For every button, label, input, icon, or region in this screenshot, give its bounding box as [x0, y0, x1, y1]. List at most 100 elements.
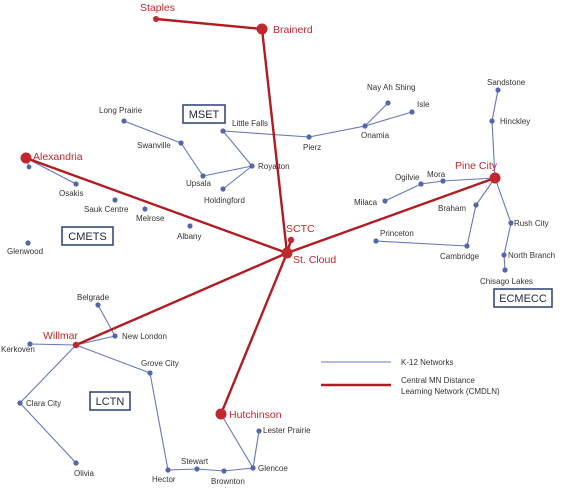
region-box-ecmecc [493, 288, 553, 308]
site-node-hector [165, 467, 171, 473]
site-node-princeton [373, 238, 379, 244]
site-node-isle [409, 109, 415, 115]
k12-link-pierz-onamia [308, 125, 366, 138]
k12-link-pine_city-braham [475, 177, 496, 206]
k12-link-pine_city-rush_city [494, 177, 512, 224]
site-label-little_falls: Little Falls [232, 119, 268, 128]
site-label-glencoe: Glencoe [258, 464, 288, 473]
site-label-chisago_lakes: Chisago Lakes [480, 277, 533, 286]
map-legend: K-12 Networks Central MN Distance Learni… [321, 358, 500, 396]
site-node-long_prairie [121, 118, 127, 124]
site-label-royalton: Royalton [258, 162, 290, 171]
hub-node-st_cloud [281, 247, 293, 259]
region-box-lctn [89, 391, 131, 411]
site-label-sandstone: Sandstone [487, 78, 526, 87]
k12-link-alexandria-osakis [25, 157, 77, 185]
k12-link-willmar-kerkoven [29, 343, 77, 346]
k12-link-mora-pine_city [442, 177, 496, 182]
k12-link-willmar-clara_city [19, 344, 77, 404]
site-label-brownton: Brownton [211, 477, 245, 486]
k12-link-grove_city-hector [149, 372, 169, 471]
site-label-isle: Isle [417, 100, 430, 109]
k12-link-onamia-nay_ah_shing [364, 102, 389, 127]
site-node-lester_prairie [256, 428, 262, 434]
hub-label-sctc: SCTC [286, 223, 315, 235]
site-node-sauk_centre [112, 197, 118, 203]
hub-label-alexandria: Alexandria [33, 151, 83, 163]
site-node-clara_city [17, 400, 23, 406]
cmdln-link-staples-brainerd [154, 17, 264, 31]
region-box-cmets [61, 226, 114, 246]
site-label-belgrade: Belgrade [77, 293, 110, 302]
site-label-olivia: Olivia [74, 469, 95, 478]
site-node-glenwood [25, 240, 31, 246]
k12-link-long_prairie-swanville [123, 120, 182, 144]
site-label-rush_city: Rush City [514, 219, 549, 228]
k12-link-little_falls-pierz [222, 130, 310, 138]
site-node-belgrade [95, 302, 101, 308]
hub-node-alexandria [20, 152, 32, 164]
site-label-stewart: Stewart [181, 457, 209, 466]
site-label-kerkoven: Kerkoven [1, 345, 35, 354]
site-label-hector: Hector [152, 475, 176, 484]
cmdln-hub-nodes [20, 16, 501, 420]
hub-label-willmar: Willmar [43, 330, 78, 342]
site-label-nay_ah_shing: Nay Ah Shing [367, 83, 415, 92]
site-label-upsala: Upsala [186, 179, 211, 188]
k12-link-glencoe-hutchinson [220, 413, 254, 469]
region-box-mset [182, 104, 226, 124]
region-label-ecmecc: ECMECC [499, 293, 547, 305]
region-boxes: MSET CMETS LCTN ECMECC [61, 104, 553, 411]
k12-link-stewart-brownton [196, 468, 225, 472]
site-node-brownton [221, 468, 227, 474]
legend-cmdln-label-line1: Central MN Distance [401, 376, 475, 385]
hub-node-brainerd [256, 23, 268, 35]
hub-label-hutchinson: Hutchinson [229, 409, 282, 421]
site-label-osakis: Osakis [59, 189, 83, 198]
site-label-sauk_centre: Sauk Centre [84, 205, 129, 214]
site-node-albany [187, 223, 193, 229]
k12-link-royalton-holdingford [222, 165, 253, 190]
legend-cmdln-label-line2: Learning Network (CMDLN) [401, 387, 500, 396]
hub-node-pine_city [489, 172, 501, 184]
site-node-little_falls [220, 128, 226, 134]
site-node-rush_city [508, 220, 514, 226]
region-label-cmets: CMETS [68, 231, 107, 243]
site-node-swanville [178, 140, 184, 146]
site-label-holdingford: Holdingford [204, 196, 245, 205]
site-label-long_prairie: Long Prairie [99, 106, 143, 115]
site-node-braham [473, 202, 479, 208]
k12-link-hector-stewart [167, 468, 198, 471]
site-node-hinckley [489, 118, 495, 124]
region-label-mset: MSET [189, 109, 220, 121]
k12-link-brownton-glencoe [223, 467, 254, 472]
hub-label-st_cloud: St. Cloud [293, 254, 336, 266]
cmdln-link-brainerd-st_cloud [260, 27, 289, 255]
site-label-ogilvie: Ogilvie [395, 173, 420, 182]
site-label-princeton: Princeton [380, 229, 414, 238]
k12-link-willmar-grove_city [75, 344, 151, 374]
k12-link-cambridge-princeton [375, 240, 468, 247]
hub-label-staples: Staples [140, 2, 175, 14]
k12-link-sandstone-hinckley [491, 89, 499, 122]
site-node-ogilvie [418, 181, 424, 187]
hub-node-staples [153, 16, 159, 22]
site-label-lester_prairie: Lester Prairie [263, 426, 311, 435]
site-label-glenwood: Glenwood [7, 247, 43, 256]
legend-k12-label: K-12 Networks [401, 358, 453, 367]
site-node-stewart [194, 466, 200, 472]
k12-link-little_falls-royalton [222, 130, 253, 167]
cmdln-link-alexandria-st_cloud [24, 156, 289, 255]
cmdln-link-willmar-st_cloud [74, 251, 289, 347]
hub-label-pine_city: Pine City [455, 160, 498, 172]
site-node-sandstone [495, 87, 501, 93]
site-label-new_london: New London [122, 332, 167, 341]
k12-link-upsala-royalton [202, 165, 253, 177]
k12-network-lines [19, 89, 512, 472]
site-node-milaca [382, 198, 388, 204]
region-label-lctn: LCTN [96, 396, 125, 408]
k12-link-hinckley-pine_city [491, 120, 496, 179]
k12-link-belgrade-new_london [97, 304, 116, 337]
